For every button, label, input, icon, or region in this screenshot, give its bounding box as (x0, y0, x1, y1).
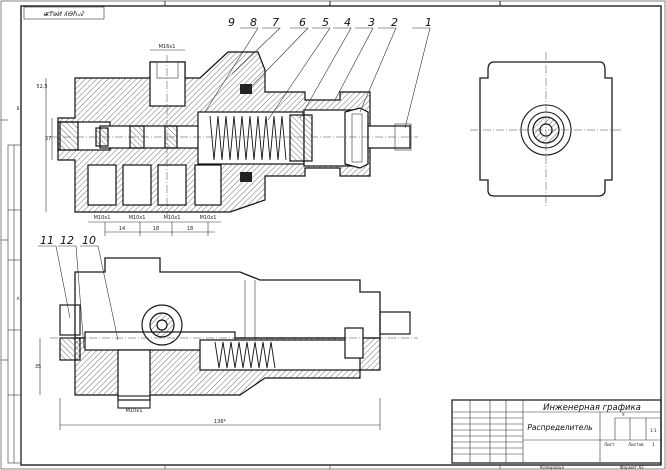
dim-spacing-18b: 18 (187, 226, 193, 232)
title-format: Формат A2 (620, 465, 644, 470)
dim-left-35: 35 (35, 364, 41, 370)
title-part-name: Распределитель (527, 423, 592, 432)
title-block (451, 399, 662, 464)
dim-port-top: M16x1 (159, 44, 176, 50)
dim-left-37: 37 (45, 136, 51, 142)
title-org: Инженерная графика (543, 403, 641, 413)
callout-leaders-top (204, 27, 431, 129)
dim-left-52: 52,5 (36, 84, 47, 90)
callout-12: 12 (60, 234, 74, 247)
zone-mark-top-1: 1 (164, 1, 167, 6)
title-sheet-label: Лист (604, 442, 615, 447)
side-view (470, 52, 622, 208)
zone-mark-top-2: 2 (329, 1, 332, 6)
title-lit: У (622, 412, 625, 417)
bottom-view-dimensions (39, 338, 381, 430)
callout-8: 8 (250, 16, 257, 29)
dim-port-2: M10x1 (129, 215, 146, 221)
dim-port-bottom: M10x1 (126, 408, 143, 414)
callout-leaders-bottom (38, 245, 119, 349)
callout-11: 11 (40, 234, 54, 247)
front-section-view (50, 51, 418, 215)
callout-7: 7 (272, 16, 279, 29)
title-sheets-label: Листов (628, 442, 644, 447)
dim-spacing-14: 14 (119, 226, 125, 232)
callout-1: 1 (425, 16, 432, 29)
title-scale: 1:1 (650, 428, 657, 433)
title-sheets-value: 1 (652, 442, 655, 447)
callout-6: 6 (299, 16, 306, 29)
callout-3: 3 (368, 16, 375, 29)
callout-10: 10 (82, 234, 96, 247)
top-view-dimensions (45, 49, 221, 236)
dim-spacing-18a: 18 (153, 226, 159, 232)
corner-stamp (23, 6, 105, 20)
dim-port-4: M10x1 (200, 215, 217, 221)
callout-9: 9 (228, 16, 235, 29)
zone-mark-left-a: A (17, 296, 20, 301)
dim-port-1: M10x1 (94, 215, 111, 221)
corner-stamp-text: ѭ₸ѳͶ ʎѲħₐѷ (44, 10, 85, 18)
dim-overall-length: 136* (214, 419, 227, 425)
callout-5: 5 (322, 16, 329, 29)
plan-half-section-view (50, 257, 418, 409)
callout-4: 4 (344, 16, 351, 29)
callout-2: 2 (391, 16, 398, 29)
zone-mark-left-b: B (17, 106, 20, 111)
title-copied: Копировал (540, 465, 564, 470)
zone-mark-top-3: 3 (499, 1, 502, 6)
dim-port-3: M10x1 (164, 215, 181, 221)
